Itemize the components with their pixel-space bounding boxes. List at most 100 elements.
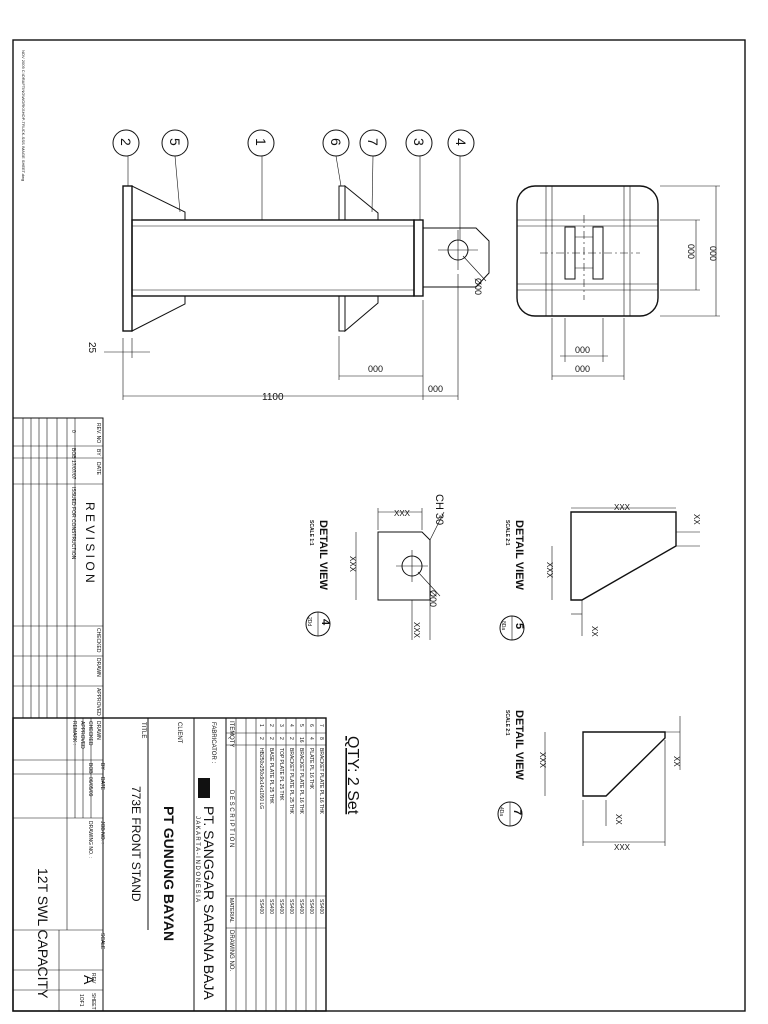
svg-text:2: 2 bbox=[268, 737, 274, 740]
bom-row: 5 16 BRACKET PLATE PL 16 THK SS400 bbox=[298, 724, 304, 914]
svg-text:2: 2 bbox=[278, 737, 284, 740]
svg-text:1: 1 bbox=[253, 138, 269, 146]
dim-end-height-inner: 000 bbox=[686, 244, 696, 259]
svg-text:4Da: 4Da bbox=[498, 807, 504, 816]
svg-text:QTY: QTY bbox=[228, 735, 234, 747]
svg-text:REMARK :: REMARK : bbox=[71, 721, 77, 745]
svg-text:2: 2 bbox=[288, 737, 294, 740]
svg-text:DRAWING NO. :: DRAWING NO. : bbox=[87, 821, 93, 858]
svg-text:1OF1: 1OF1 bbox=[78, 994, 84, 1007]
svg-text:XXX: XXX bbox=[614, 503, 631, 512]
svg-text:DETAIL VIEW: DETAIL VIEW bbox=[317, 520, 329, 590]
bom-row: 1 2 HB250x250x9x14x1050 LG SS400 bbox=[258, 724, 264, 914]
dim-spacing: 000 bbox=[368, 364, 383, 374]
svg-text:DRAWN: DRAWN bbox=[95, 658, 101, 677]
svg-text:7: 7 bbox=[365, 138, 381, 146]
svg-text:JOB NO. :: JOB NO. : bbox=[99, 821, 105, 844]
fabricator-logo-icon bbox=[198, 778, 210, 798]
svg-text:HB250x250x9x14x1050 LG: HB250x250x9x14x1050 LG bbox=[258, 748, 264, 809]
svg-text:ISSUED FOR CONSTRUCTION: ISSUED FOR CONSTRUCTION bbox=[70, 487, 76, 560]
svg-text:XXX: XXX bbox=[412, 622, 421, 639]
qty-label: QTY: 2 Set bbox=[344, 736, 361, 815]
rev-value: A bbox=[81, 975, 97, 985]
svg-text:DATE: DATE bbox=[95, 462, 101, 476]
chamfer-label: CH 30 bbox=[433, 494, 445, 525]
svg-text:2Dd: 2Dd bbox=[306, 617, 312, 626]
client-name: PT GUNUNG BAYAN bbox=[161, 806, 177, 941]
svg-text:PLATE PL 16 THK: PLATE PL 16 THK bbox=[308, 748, 314, 790]
svg-text:BRACKET PLATE PL 25 THK: BRACKET PLATE PL 25 THK bbox=[288, 748, 294, 815]
svg-text:DRAWN: DRAWN bbox=[95, 721, 101, 740]
bom-row: 3 2 TOP PLATE PL 25 THK SS400 bbox=[278, 724, 284, 914]
svg-text:SCALE 2:1: SCALE 2:1 bbox=[504, 520, 510, 546]
svg-text:SS400: SS400 bbox=[278, 899, 284, 914]
svg-text:6: 6 bbox=[328, 138, 344, 146]
dim-end-offset: 000 bbox=[428, 384, 443, 394]
svg-text:5: 5 bbox=[298, 724, 304, 727]
svg-text:CHECKED: CHECKED bbox=[95, 628, 101, 653]
svg-text:XX: XX bbox=[672, 756, 681, 767]
svg-text:7: 7 bbox=[511, 809, 523, 815]
svg-text:BY: BY bbox=[95, 449, 101, 456]
svg-text:MATERIAL: MATERIAL bbox=[228, 898, 234, 923]
svg-text:BY: BY bbox=[99, 763, 105, 770]
bom-row: 2 2 BASE PLATE PL 25 THK SS400 bbox=[268, 724, 274, 914]
bom-row: 7 8 BRACKET PLATE PL 16 THK SS400 bbox=[318, 724, 324, 914]
svg-text:7: 7 bbox=[318, 724, 324, 727]
svg-text:8Da: 8Da bbox=[500, 621, 506, 630]
file-path: NOV 2009 C:\DRAFTING\WORKSHOP-TRUCK-SSS … bbox=[21, 50, 26, 181]
svg-text:17/07/07: 17/07/07 bbox=[70, 460, 76, 480]
svg-text:XXX: XXX bbox=[545, 562, 554, 579]
dim-end-width-inner: 000 bbox=[575, 345, 590, 355]
svg-text:SS400: SS400 bbox=[308, 899, 314, 914]
svg-text:3: 3 bbox=[278, 724, 284, 727]
svg-text:SS400: SS400 bbox=[298, 899, 304, 914]
svg-text:XX: XX bbox=[590, 626, 599, 637]
detail-view-4: Ø00 XXX XXX XXX CH 30 DETAIL VIEW SCALE … bbox=[305, 494, 445, 640]
side-view: Ø00 25 1100 000 000 2 5 1 6 7 3 4 bbox=[86, 129, 490, 403]
svg-text:5: 5 bbox=[167, 138, 183, 146]
svg-text:SCALE 1:1: SCALE 1:1 bbox=[308, 520, 314, 546]
svg-text:BRACKET PLATE PL 16 THK: BRACKET PLATE PL 16 THK bbox=[298, 748, 304, 815]
hole-dia-label: Ø00 bbox=[473, 278, 483, 295]
svg-text:REV: REV bbox=[90, 973, 96, 984]
svg-text:4: 4 bbox=[319, 619, 331, 626]
balloon-7: 7 bbox=[359, 129, 387, 157]
svg-text:BRACKET PLATE PL 16 THK: BRACKET PLATE PL 16 THK bbox=[318, 748, 324, 815]
svg-text:2: 2 bbox=[118, 138, 134, 146]
svg-text:2: 2 bbox=[268, 724, 274, 727]
drawing-title: 773E FRONT STAND bbox=[129, 786, 143, 902]
svg-text:TOP PLATE PL 25 THK: TOP PLATE PL 25 THK bbox=[278, 748, 284, 801]
revision-table: REV. NO BY DATE CHECKED DRAWN APPROVED R… bbox=[12, 417, 104, 719]
svg-text:D E S C R I P T I O N: D E S C R I P T I O N bbox=[228, 790, 234, 847]
svg-text:06/05/09: 06/05/09 bbox=[87, 777, 93, 797]
svg-text:DETAIL VIEW: DETAIL VIEW bbox=[513, 710, 525, 780]
drawing-subtitle: 12T SWL CAPACITY bbox=[35, 868, 51, 999]
svg-text:SS400: SS400 bbox=[288, 899, 294, 914]
balloon-2: 2 bbox=[112, 129, 140, 157]
revision-title: R E V I S I O N bbox=[83, 502, 97, 583]
svg-text:BASE PLATE PL 25 THK: BASE PLATE PL 25 THK bbox=[268, 748, 274, 804]
svg-text:Ø00: Ø00 bbox=[428, 590, 438, 607]
svg-text:SS400: SS400 bbox=[258, 899, 264, 914]
svg-text:5: 5 bbox=[513, 623, 525, 629]
svg-text:TITLE: TITLE bbox=[140, 722, 146, 738]
svg-text:CHECKED: CHECKED bbox=[87, 721, 93, 746]
svg-text:4: 4 bbox=[453, 138, 469, 146]
svg-text:8: 8 bbox=[318, 737, 324, 740]
svg-text:1: 1 bbox=[258, 724, 264, 727]
balloon-3: 3 bbox=[405, 129, 433, 157]
svg-text:XXX: XXX bbox=[538, 752, 547, 769]
svg-text:0: 0 bbox=[70, 430, 76, 433]
svg-text:DATE: DATE bbox=[99, 777, 105, 791]
svg-text:3: 3 bbox=[411, 138, 427, 146]
svg-text:SS400: SS400 bbox=[268, 899, 274, 914]
dim-overall-length: 1100 bbox=[262, 392, 284, 403]
end-view: 000 000 000 000 bbox=[516, 185, 720, 380]
svg-text:XX: XX bbox=[614, 814, 623, 825]
svg-text:XXX: XXX bbox=[614, 843, 631, 852]
dim-flange: 25 bbox=[86, 342, 97, 354]
fabricator-name: PT. SANGGAR SARANA BAJA bbox=[201, 806, 217, 1000]
svg-text:16: 16 bbox=[298, 737, 304, 743]
